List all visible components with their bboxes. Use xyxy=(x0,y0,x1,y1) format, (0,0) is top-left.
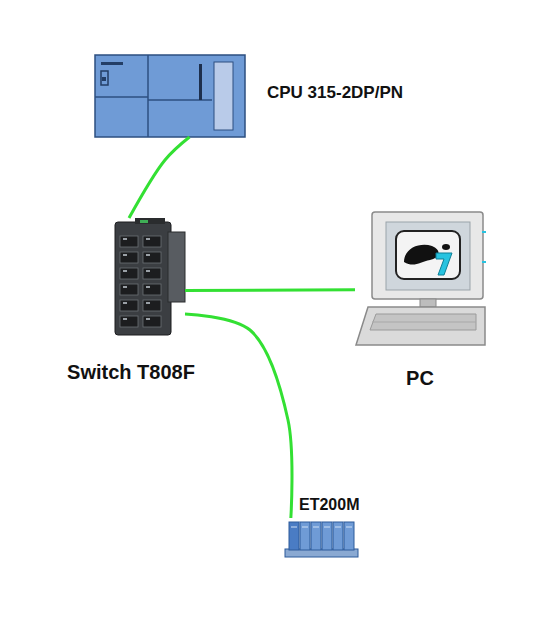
device-label: CPU 315-2DP/PN xyxy=(267,83,403,103)
cpu-module-icon xyxy=(95,55,245,137)
device-label: ET200M xyxy=(299,496,359,514)
switch-icon xyxy=(115,218,185,335)
network-cable xyxy=(185,288,355,292)
device-node: Switch T808F xyxy=(115,218,185,335)
network-cable xyxy=(185,314,292,518)
network-cable xyxy=(129,137,190,218)
device-label: PC xyxy=(406,367,434,390)
pc-icon xyxy=(356,212,486,345)
device-label: Switch T808F xyxy=(67,361,195,384)
device-node: ET200M xyxy=(285,518,358,557)
et200m-icon xyxy=(285,522,358,557)
device-node: PC xyxy=(355,210,485,345)
device-node: CPU 315-2DP/PN xyxy=(95,55,245,137)
